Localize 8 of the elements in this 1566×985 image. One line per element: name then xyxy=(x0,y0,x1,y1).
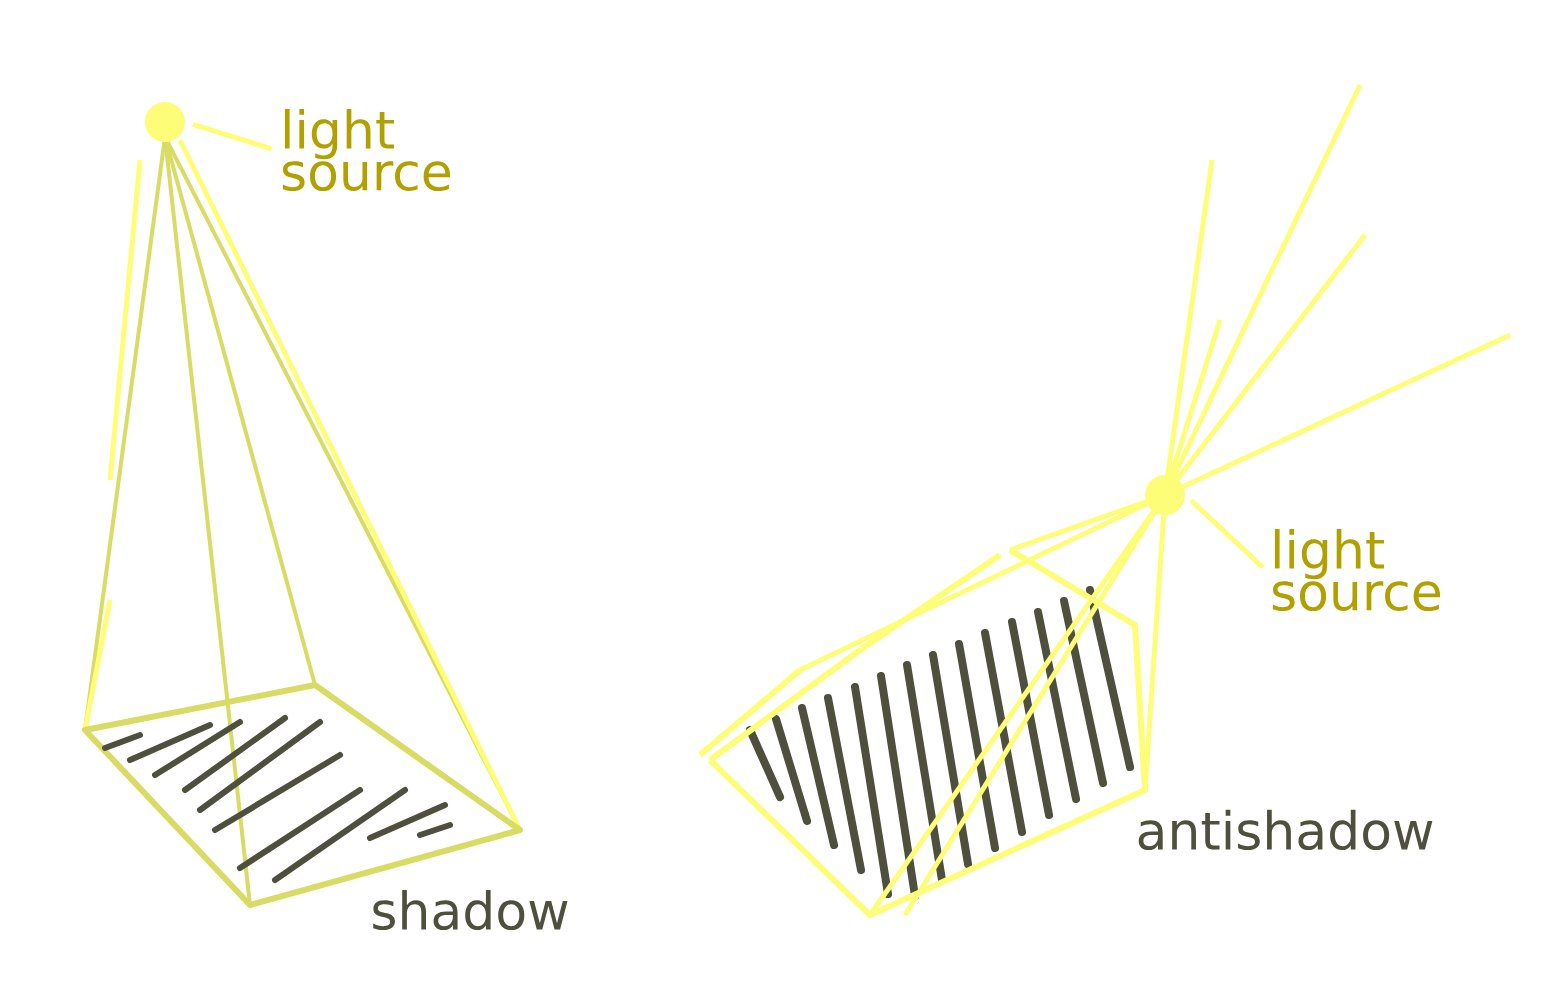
light-label: light source xyxy=(1272,528,1440,612)
drawing-label: shadow xyxy=(373,889,568,931)
drawing-label: antishadow xyxy=(1138,809,1433,851)
leader-line xyxy=(192,122,273,152)
light-label: light source xyxy=(282,108,450,192)
light-source-dot xyxy=(1145,475,1185,515)
light-source-dot xyxy=(145,102,185,142)
leader-line xyxy=(1189,498,1265,570)
